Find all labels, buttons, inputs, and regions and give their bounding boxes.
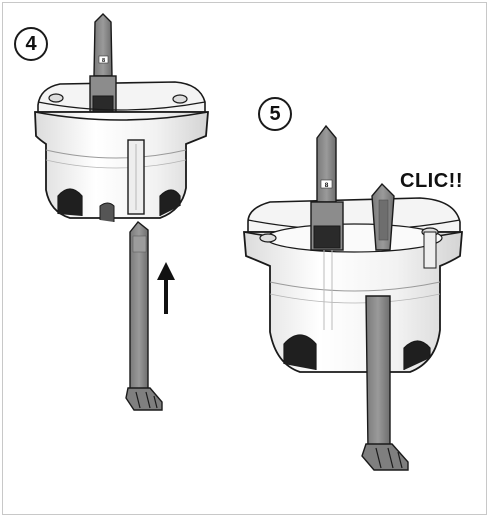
step-4-box (34, 93, 209, 222)
step-5-illustration: 8 (243, 124, 463, 471)
step-4-illustration: 8 (34, 13, 209, 411)
step-5-box-back (247, 197, 461, 233)
clic-annotation: CLIC!! (400, 170, 463, 192)
step-5-badge: 5 (258, 97, 292, 131)
step-5-tab-number: 8 (325, 182, 329, 189)
step-4-tab-number: 8 (102, 58, 105, 64)
step-5-left-tab: 8 (310, 124, 344, 330)
step-4-upper-tab: 8 (89, 13, 117, 117)
arrow-up-icon (157, 262, 175, 314)
step-5-box (243, 219, 463, 373)
step-4-badge: 4 (14, 27, 48, 61)
diagram-frame (2, 2, 487, 515)
step-4-lower-tab (125, 221, 163, 411)
step-5-right-tab (361, 182, 409, 471)
